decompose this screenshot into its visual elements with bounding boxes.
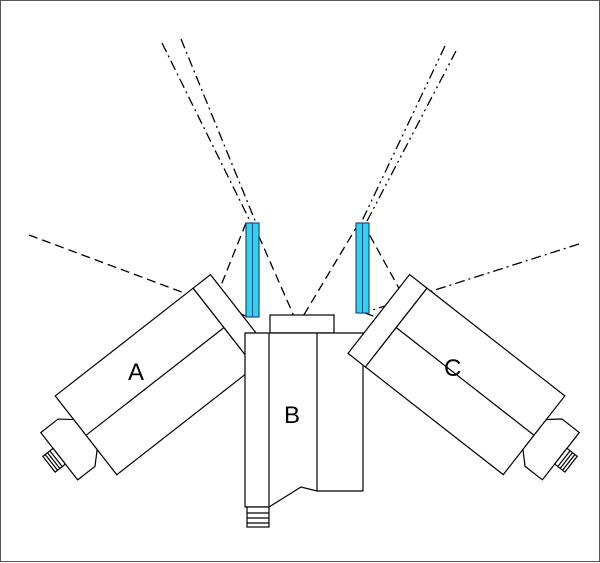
camera-b-mirror-ray-right — [298, 222, 360, 324]
camera-c-upper-view-line — [365, 50, 457, 224]
camera-a — [39, 273, 273, 481]
camera-b-upper-view-line-left — [180, 38, 257, 224]
camera-b-upper-view-line-right — [360, 45, 446, 224]
camera-a-label: A — [128, 359, 144, 386]
camera-c-front-plate — [347, 273, 428, 368]
view-lines — [28, 38, 580, 332]
camera-b-body — [244, 332, 364, 508]
camera-c-connector — [553, 447, 579, 473]
camera-b-connector — [246, 506, 270, 528]
camera-c — [347, 273, 581, 481]
camera-c-label: C — [444, 355, 461, 382]
camera-b — [244, 314, 364, 528]
camera-c-rear-taper — [522, 418, 581, 481]
camera-b-mirror-ray-left — [252, 222, 298, 324]
camera-a-rear-taper — [39, 418, 98, 481]
camera-a-connector — [41, 447, 67, 473]
camera-a-side-view-line — [28, 234, 247, 317]
filter-right — [355, 222, 370, 314]
camera-c-divider — [395, 327, 535, 436]
camera-a-divider — [85, 327, 225, 436]
filter-left — [245, 222, 260, 318]
camera-b-label: B — [284, 402, 300, 429]
camera-a-upper-view-line — [161, 42, 252, 224]
camera-b-lens-cap — [269, 314, 335, 334]
